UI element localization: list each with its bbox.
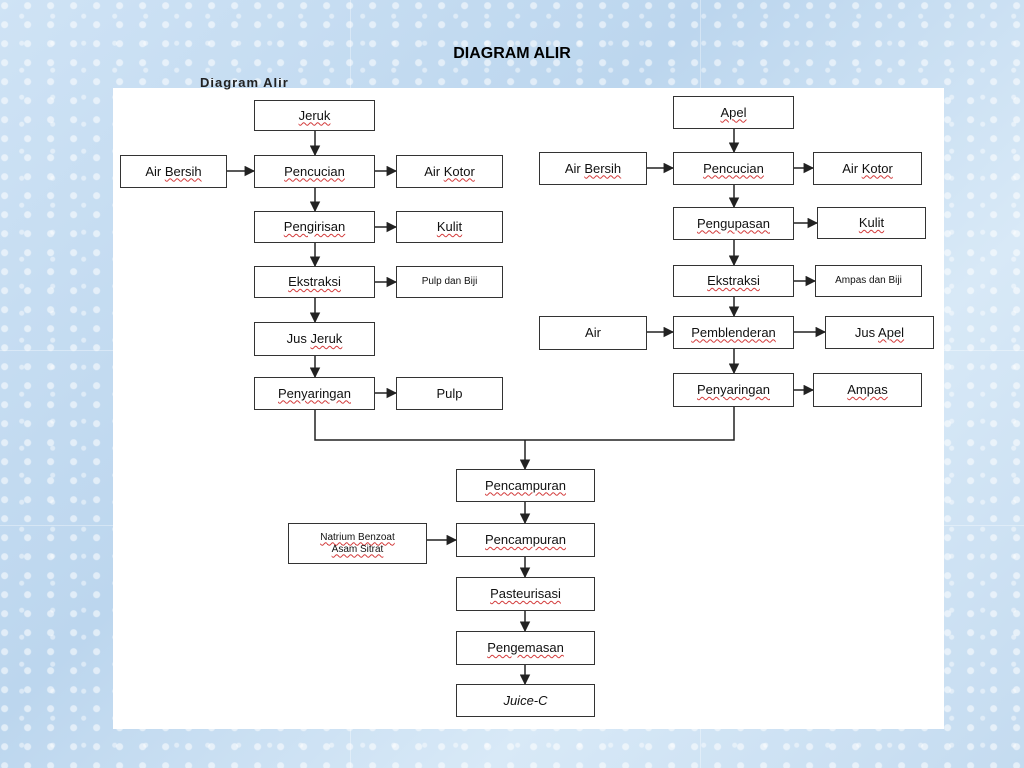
- node-air-label: Air: [585, 325, 601, 340]
- node-jus-apel-label: Jus Apel: [854, 324, 905, 340]
- merge-line: [314, 407, 735, 441]
- node-pulp-dan-biji-label: Pulp dan Biji: [421, 276, 478, 287]
- node-apel-label: Apel: [720, 104, 747, 120]
- node-kulit-left: Kulit: [396, 211, 503, 243]
- node-air-kotor-left: Air Kotor: [396, 155, 503, 188]
- node-pencucian-right: Pencucian: [673, 152, 794, 185]
- node-pencucian-right-label: Pencucian: [703, 160, 764, 176]
- node-jeruk-label: Jeruk: [298, 107, 331, 123]
- node-natrium-benzoat-line1: Natrium Benzoat: [320, 531, 395, 543]
- slide-title: DIAGRAM ALIR: [453, 45, 571, 62]
- node-natrium-benzoat-line2: Asam Sitrat: [331, 543, 384, 555]
- node-juice-c: Juice-C: [456, 684, 595, 717]
- node-pengupasan: Pengupasan: [673, 207, 794, 240]
- node-ampas-label: Ampas: [847, 382, 888, 397]
- cropped-heading: Diagram Alir: [200, 78, 380, 90]
- node-pulp: Pulp: [396, 377, 503, 410]
- node-pengupasan-label: Pengupasan: [696, 215, 770, 231]
- node-jeruk: Jeruk: [254, 100, 375, 131]
- node-ampas-dan-biji: Ampas dan Biji: [815, 265, 922, 297]
- node-ampas-dan-biji-label: Ampas dan Biji: [835, 275, 902, 286]
- node-ekstraksi-left: Ekstraksi: [254, 266, 375, 298]
- node-ekstraksi-right-label: Ekstraksi: [707, 273, 760, 288]
- node-pulp-dan-biji: Pulp dan Biji: [396, 266, 503, 298]
- node-penyaringan-left-label: Penyaringan: [278, 385, 351, 401]
- node-penyaringan-right-label: Penyaringan: [697, 382, 770, 397]
- node-pencampuran-1-label: Pencampuran: [485, 477, 566, 493]
- node-natrium-benzoat: Natrium Benzoat Asam Sitrat: [288, 523, 427, 564]
- node-pencampuran-2-label: Pencampuran: [485, 532, 566, 547]
- node-kulit-left-label: Kulit: [436, 219, 463, 234]
- node-air-kotor-left-label: Air Kotor: [424, 163, 475, 179]
- node-pencucian-left: Pencucian: [254, 155, 375, 188]
- node-air-bersih-right-label: Air Bersih: [564, 160, 622, 176]
- node-pengirisan: Pengirisan: [254, 211, 375, 243]
- node-ampas: Ampas: [813, 373, 922, 407]
- node-air-bersih-left: Air Bersih: [120, 155, 227, 188]
- node-pencampuran-1: Pencampuran: [456, 469, 595, 502]
- node-air-kotor-right-label: Air Kotor: [842, 160, 893, 176]
- node-pencucian-left-label: Pencucian: [284, 163, 345, 179]
- node-penyaringan-right: Penyaringan: [673, 373, 794, 407]
- cropped-heading-text: Diagram Alir: [200, 78, 289, 90]
- node-juice-c-label: Juice-C: [503, 692, 548, 708]
- node-kulit-right: Kulit: [817, 207, 926, 239]
- node-pengirisan-label: Pengirisan: [283, 219, 346, 234]
- node-pasteurisasi: Pasteurisasi: [456, 577, 595, 611]
- node-air: Air: [539, 316, 647, 350]
- node-kulit-right-label: Kulit: [858, 215, 885, 230]
- node-air-bersih-left-label: Air Bersih: [145, 163, 202, 179]
- node-air-kotor-right: Air Kotor: [813, 152, 922, 185]
- node-pulp-label: Pulp: [436, 385, 463, 401]
- node-apel: Apel: [673, 96, 794, 129]
- node-pencampuran-2: Pencampuran: [456, 523, 595, 557]
- node-ekstraksi-right: Ekstraksi: [673, 265, 794, 297]
- node-pengemasan-label: Pengemasan: [487, 640, 564, 655]
- node-pemblenderan: Pemblenderan: [673, 316, 794, 349]
- node-pasteurisasi-label: Pasteurisasi: [490, 586, 561, 601]
- node-ekstraksi-left-label: Ekstraksi: [288, 274, 341, 289]
- node-jus-jeruk-label: Jus Jeruk: [286, 331, 343, 346]
- node-air-bersih-right: Air Bersih: [539, 152, 647, 185]
- node-jus-apel: Jus Apel: [825, 316, 934, 349]
- node-pemblenderan-label: Pemblenderan: [691, 324, 776, 340]
- node-pengemasan: Pengemasan: [456, 631, 595, 665]
- node-penyaringan-left: Penyaringan: [254, 377, 375, 410]
- node-jus-jeruk: Jus Jeruk: [254, 322, 375, 356]
